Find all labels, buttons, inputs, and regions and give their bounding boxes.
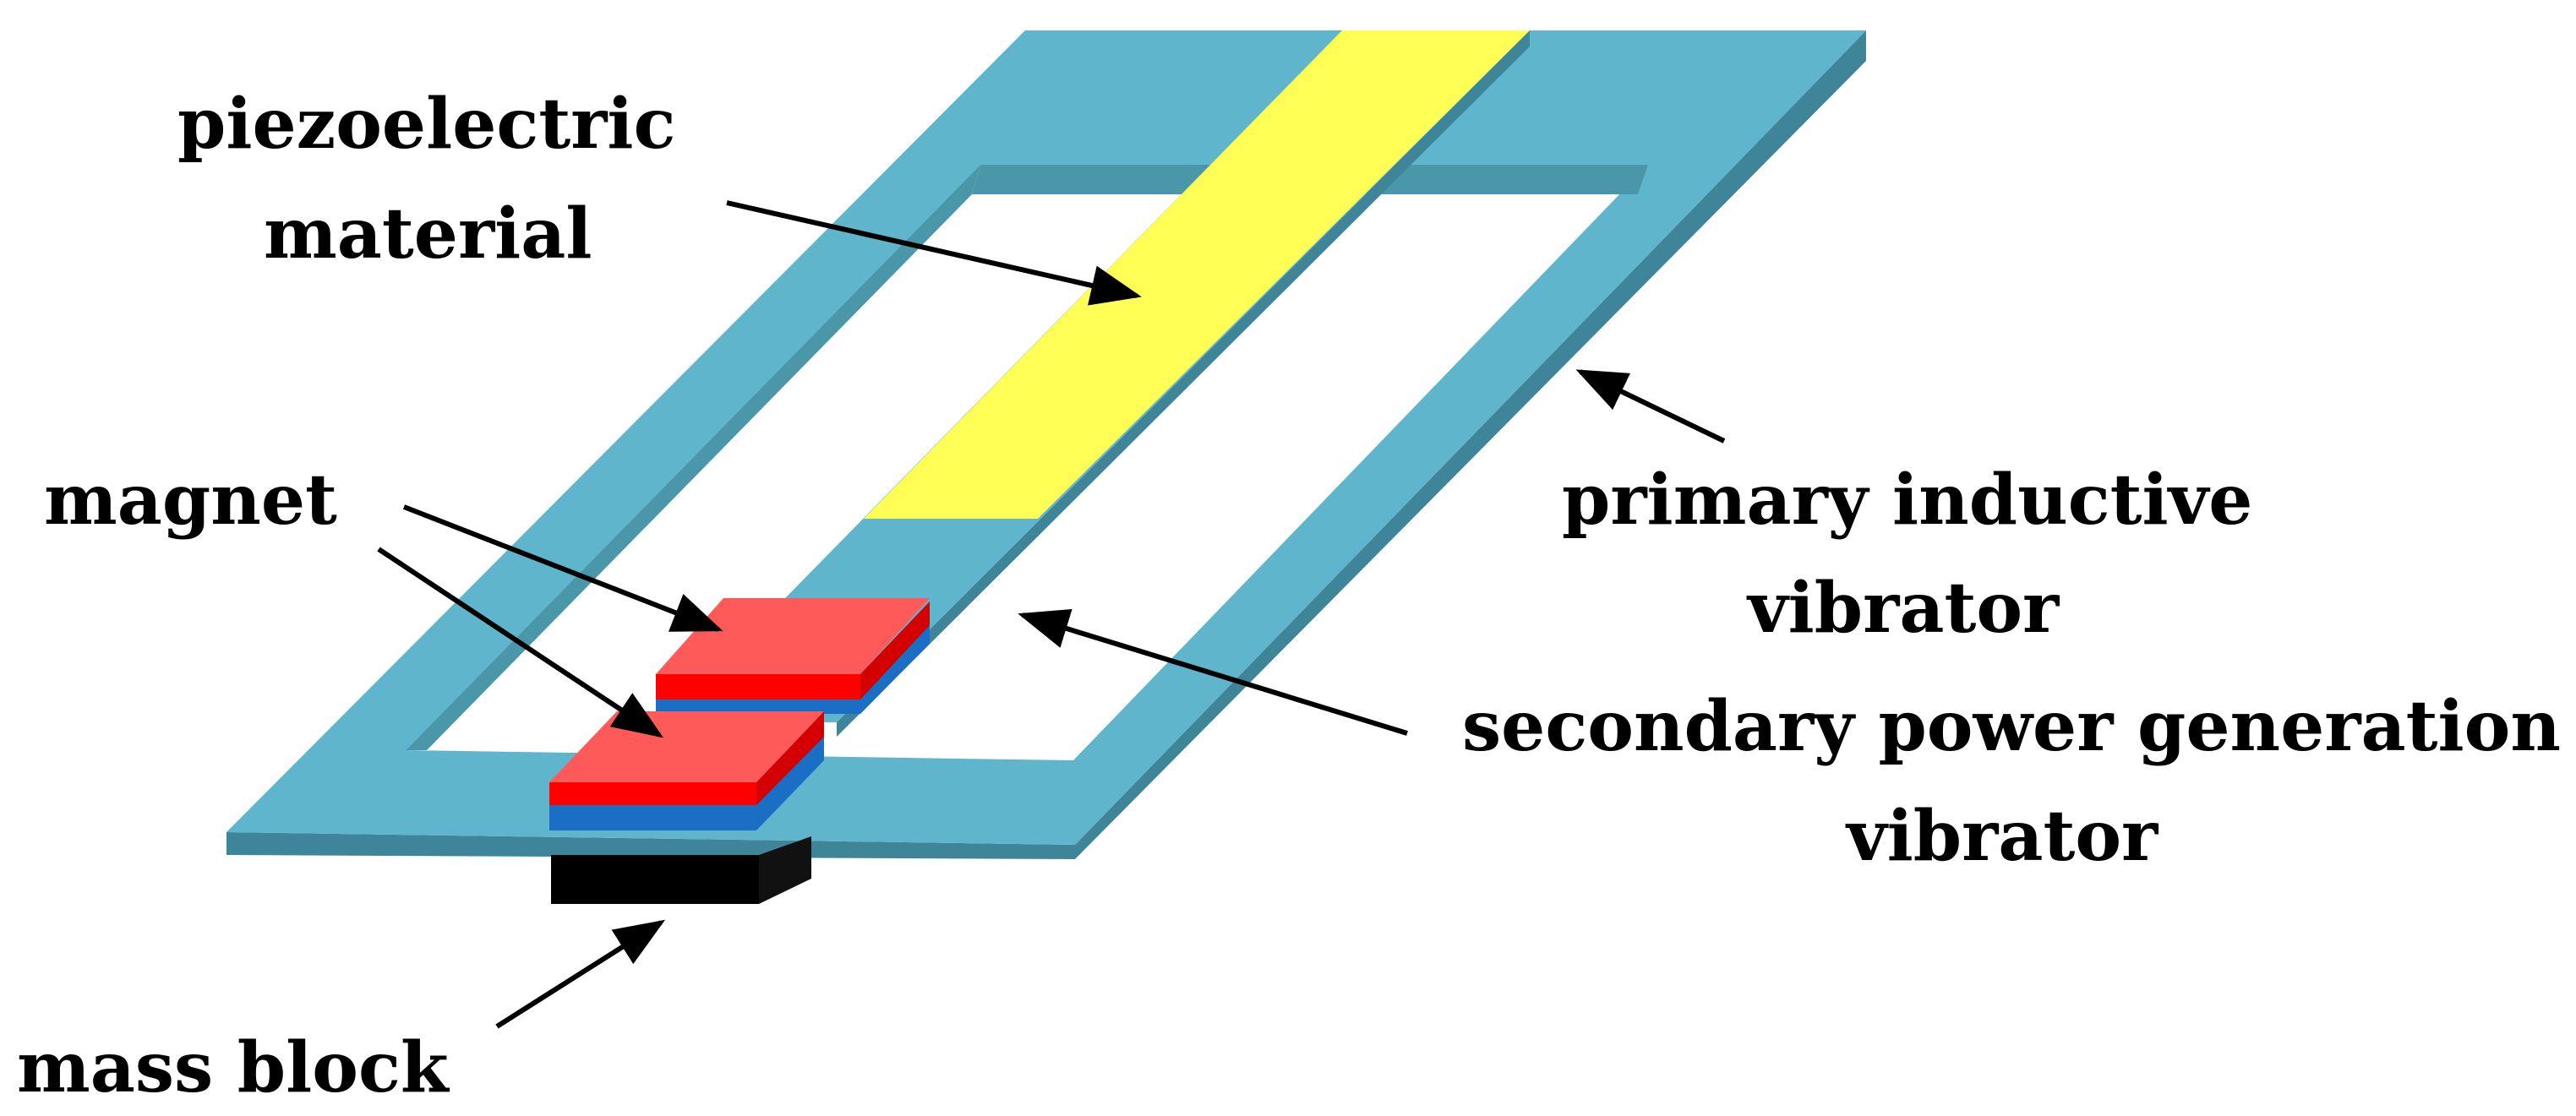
label-secondary-line1: secondary power generation (1462, 686, 2561, 767)
arrow-primary (1575, 369, 1726, 444)
primary-inductive-vibrator (226, 30, 1866, 859)
magnet-front-blue (549, 805, 756, 830)
arrow-piezo (726, 200, 1142, 306)
magnet-front-red (549, 782, 756, 805)
secondary-power-generation-vibrator (663, 30, 1530, 737)
arrow-mass (495, 919, 666, 1029)
labels: piezoelectric material magnet primary in… (17, 84, 2561, 1108)
magnet-rear-side-red (860, 602, 930, 700)
label-mass-block: mass block (17, 1027, 450, 1108)
arrow-secondary (1018, 608, 1408, 736)
piezoelectric-strip (864, 30, 1530, 519)
magnet-front-side-red (756, 711, 824, 805)
label-magnet: magnet (44, 460, 337, 541)
frame-inner-left-wall (406, 165, 980, 750)
mass-block-side (759, 836, 811, 904)
label-primary-line2: vibrator (1746, 568, 2060, 649)
magnet-rear-red (656, 674, 860, 700)
magnet-rear-blue (656, 700, 860, 714)
label-secondary-line2: vibrator (1845, 796, 2159, 877)
mass-block-front (551, 855, 759, 904)
arrow-magnet-rear (402, 504, 723, 632)
mass-block (551, 836, 811, 904)
arrow-magnet-front (377, 547, 664, 738)
magnet-rear-top (656, 598, 930, 674)
label-piezoelectric-line1: piezoelectric (177, 84, 676, 165)
frame-top-face (226, 30, 1866, 845)
label-primary-line1: primary inductive (1562, 460, 2252, 541)
frame-front-edge (226, 832, 1075, 859)
beam-side-face (837, 30, 1530, 737)
label-piezoelectric-line2: material (264, 193, 592, 275)
magnet-rear (656, 598, 930, 714)
arrows (377, 200, 1726, 1029)
frame-right-edge (1075, 30, 1866, 859)
